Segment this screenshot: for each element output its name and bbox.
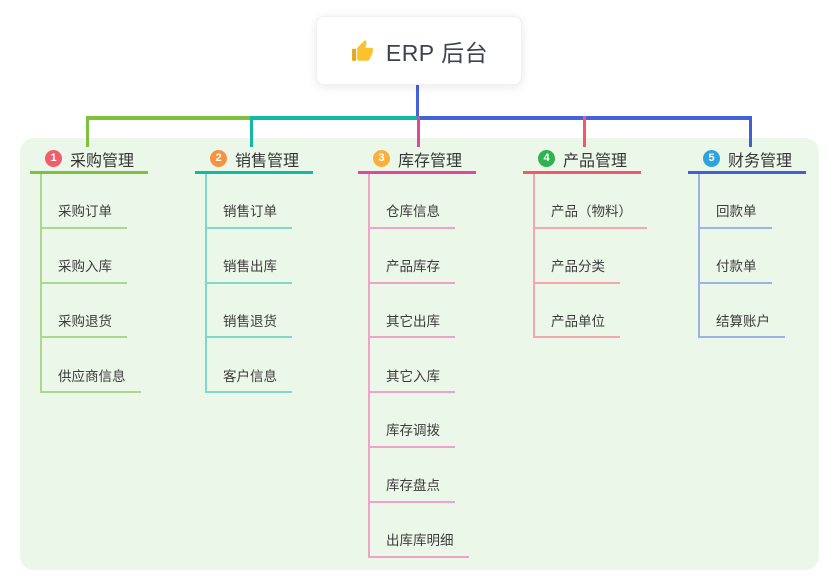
branch-label: 产品管理 [563, 152, 628, 170]
child-label: 采购退货 [58, 313, 112, 329]
child-node[interactable]: 仓库信息 [368, 174, 455, 229]
child-node[interactable]: 产品（物料） [533, 174, 647, 229]
branch-number-badge: 3 [373, 150, 390, 167]
branch-connector-line [205, 174, 207, 394]
branch-connector-line [698, 174, 700, 339]
child-node[interactable]: 产品分类 [533, 229, 620, 284]
branches-panel [20, 138, 819, 570]
child-label: 库存调拨 [386, 423, 440, 439]
branch-connector-line [368, 174, 370, 558]
branch-number-badge: 5 [703, 150, 720, 167]
child-label: 付款单 [716, 259, 757, 275]
branch-财务管理: 5 财务管理 回款单付款单结算账户 [688, 146, 838, 339]
child-node[interactable]: 结算账户 [698, 284, 785, 339]
child-node[interactable]: 产品库存 [368, 229, 455, 284]
branch-children: 回款单付款单结算账户 [698, 174, 838, 339]
connector-rail-left [86, 116, 250, 120]
child-label: 产品分类 [551, 259, 605, 275]
child-node[interactable]: 回款单 [698, 174, 772, 229]
child-node[interactable]: 其它入库 [368, 338, 455, 394]
child-label: 采购订单 [58, 204, 112, 220]
connector-rail-middle [250, 116, 417, 120]
child-label: 销售出库 [223, 259, 277, 275]
branch-产品管理: 4 产品管理 产品（物料） 产品分类产品单位 [523, 146, 673, 339]
branch-header[interactable]: 4 产品管理 [523, 146, 642, 174]
child-node[interactable]: 产品单位 [533, 284, 620, 339]
child-label: 其它入库 [386, 368, 440, 384]
connector-branch-stub [749, 116, 752, 147]
branch-采购管理: 1 采购管理 采购订单采购入库采购退货供应商信息 [30, 146, 180, 394]
branch-label: 财务管理 [728, 152, 793, 170]
child-label: 产品（物料） [551, 204, 632, 220]
child-node[interactable]: 客户信息 [205, 338, 292, 394]
branch-children: 产品（物料） 产品分类产品单位 [533, 174, 673, 339]
connector-branch-stub [583, 116, 586, 147]
root-title: ERP 后台 [385, 39, 489, 66]
branch-label: 库存管理 [398, 152, 463, 170]
branch-connector-line [533, 174, 535, 339]
child-node[interactable]: 采购订单 [40, 174, 127, 229]
thumbs-up-icon [350, 38, 376, 64]
child-label: 出库库明细 [386, 533, 454, 549]
child-label: 产品单位 [551, 313, 605, 329]
connector-branch-stub [86, 116, 89, 147]
child-node[interactable]: 出库库明细 [368, 503, 469, 558]
branch-number-badge: 1 [45, 150, 62, 167]
child-node[interactable]: 库存盘点 [368, 448, 455, 503]
branch-label: 采购管理 [70, 152, 135, 170]
child-node[interactable]: 销售订单 [205, 174, 292, 229]
child-label: 结算账户 [716, 313, 770, 329]
branch-children: 仓库信息产品库存其它出库其它入库库存调拨库存盘点出库库明细 [368, 174, 508, 558]
child-node[interactable]: 销售出库 [205, 229, 292, 284]
branch-label: 销售管理 [235, 152, 300, 170]
connector-branch-stub [250, 116, 253, 147]
child-label: 销售退货 [223, 313, 277, 329]
child-label: 回款单 [716, 204, 757, 220]
connector-branch-stub [417, 116, 420, 147]
child-node[interactable]: 付款单 [698, 229, 772, 284]
child-label: 销售订单 [223, 204, 277, 220]
branch-number-badge: 2 [210, 150, 227, 167]
child-node[interactable]: 销售退货 [205, 284, 292, 339]
child-label: 仓库信息 [386, 204, 440, 220]
child-node[interactable]: 采购入库 [40, 229, 127, 284]
branch-connector-line [40, 174, 42, 394]
branch-children: 采购订单采购入库采购退货供应商信息 [40, 174, 180, 394]
child-label: 产品库存 [386, 259, 440, 275]
child-label: 客户信息 [223, 368, 277, 384]
connector-root-drop [416, 85, 419, 116]
branch-number-badge: 4 [538, 150, 555, 167]
child-label: 其它出库 [386, 313, 440, 329]
child-label: 供应商信息 [58, 368, 126, 384]
branch-header[interactable]: 3 库存管理 [358, 146, 477, 174]
branch-库存管理: 3 库存管理 仓库信息产品库存其它出库其它入库库存调拨库存盘点出库库明细 [358, 146, 508, 558]
root-node[interactable]: ERP 后台 [316, 16, 522, 85]
branch-header[interactable]: 1 采购管理 [30, 146, 149, 174]
child-node[interactable]: 采购退货 [40, 284, 127, 339]
branch-销售管理: 2 销售管理 销售订单销售出库销售退货客户信息 [195, 146, 345, 394]
child-node[interactable]: 库存调拨 [368, 393, 455, 448]
branch-children: 销售订单销售出库销售退货客户信息 [205, 174, 345, 394]
child-label: 库存盘点 [386, 478, 440, 494]
branch-header[interactable]: 5 财务管理 [688, 146, 807, 174]
child-node[interactable]: 供应商信息 [40, 338, 141, 394]
branch-header[interactable]: 2 销售管理 [195, 146, 314, 174]
child-label: 采购入库 [58, 259, 112, 275]
child-node[interactable]: 其它出库 [368, 284, 455, 339]
